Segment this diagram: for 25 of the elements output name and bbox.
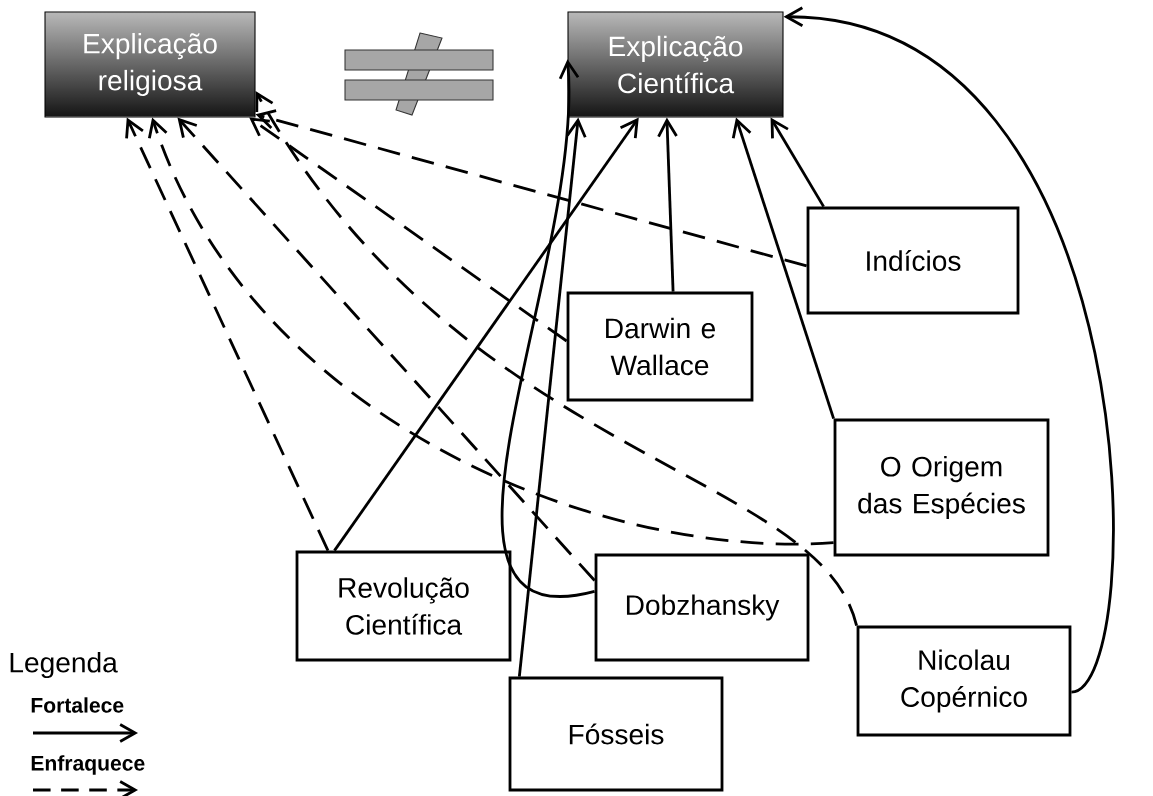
legend-label: Enfraquece: [31, 755, 145, 775]
arrow: [783, 6, 1115, 694]
arrow: [770, 117, 825, 208]
dashed-arrow: [125, 117, 330, 552]
dashed-arrow: [249, 117, 568, 343]
arrow: [517, 117, 587, 677]
dashed-arrow: [255, 109, 807, 268]
concept-box: Indícios: [806, 206, 1020, 315]
concept-box: O Origem das Espécies: [833, 418, 1050, 557]
dashed-arrow: [255, 91, 858, 627]
legend-title: Legenda: [10, 651, 118, 679]
explanation-box: Explicação religiosa: [44, 11, 256, 118]
concept-box: Darwin e Wallace: [566, 291, 754, 402]
arrow: [500, 59, 595, 598]
dashed-arrow: [148, 117, 834, 545]
arrow: [731, 117, 835, 420]
legend-label: Fortalece: [31, 697, 124, 713]
concept-box: Nicolau Copérnico: [856, 625, 1072, 737]
arrow: [333, 117, 639, 552]
concept-box: Revolução Científica: [295, 550, 512, 662]
dashed-arrow: [177, 117, 596, 582]
explanation-box: Explicação Científica: [567, 11, 784, 118]
concept-box: Dobzhansky: [594, 553, 810, 662]
concept-box: Fósseis: [508, 676, 724, 792]
arrow: [657, 117, 678, 292]
